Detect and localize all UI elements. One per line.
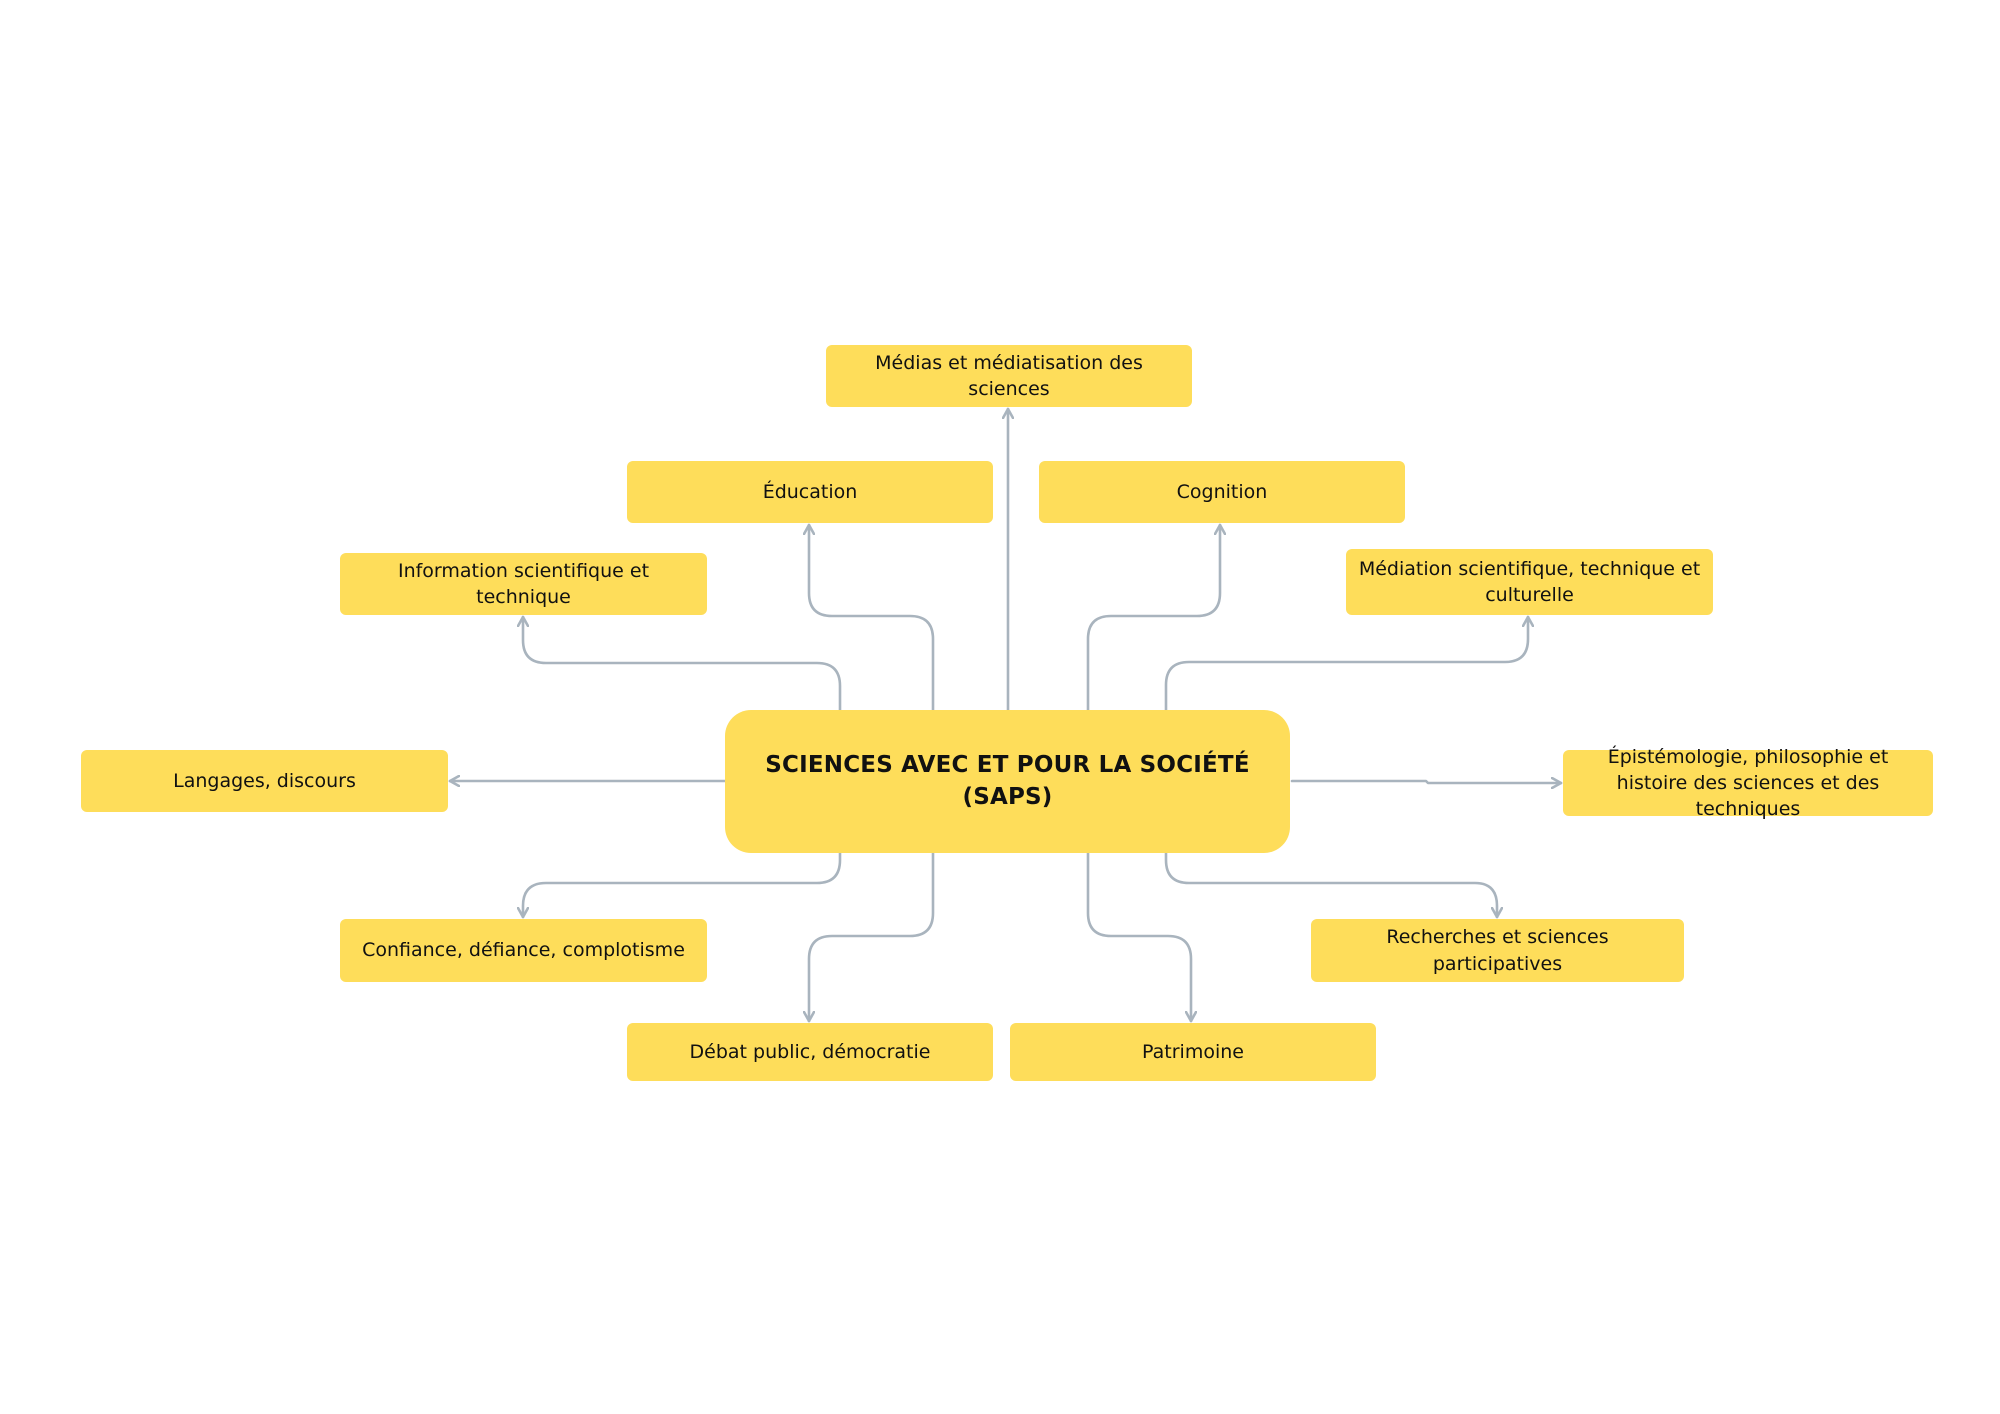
topic-education[interactable]: Éducation [627, 461, 993, 523]
topic-epistemologie[interactable]: Épistémologie, philosophie et histoire d… [1563, 746, 1933, 820]
central-topic[interactable]: SCIENCES AVEC ET POUR LA SOCIÉTÉ (SAPS) [725, 710, 1290, 853]
topic-confiance[interactable]: Confiance, défiance, complotisme [340, 919, 707, 982]
topic-information[interactable]: Information scientifique et technique [340, 553, 707, 615]
connector-patrimoine [1086, 851, 1191, 1023]
connector-cognition [1086, 523, 1220, 712]
topic-medias[interactable]: Médias et médiatisation des sciences [826, 345, 1192, 407]
connector-education [809, 523, 935, 712]
topic-langages[interactable]: Langages, discours [81, 750, 448, 812]
connector-epistemologie [1290, 781, 1563, 783]
connector-information [523, 615, 842, 712]
connector-recherches [1164, 851, 1497, 919]
topic-cognition[interactable]: Cognition [1039, 461, 1405, 523]
topic-patrimoine[interactable]: Patrimoine [1010, 1023, 1376, 1081]
topic-mediation[interactable]: Médiation scientifique, technique et cul… [1346, 549, 1713, 615]
topic-recherches[interactable]: Recherches et sciences participatives [1311, 919, 1684, 982]
topic-debat[interactable]: Débat public, démocratie [627, 1023, 993, 1081]
connector-confiance [523, 851, 842, 919]
connector-debat [809, 851, 935, 1023]
connector-mediation [1164, 615, 1528, 712]
